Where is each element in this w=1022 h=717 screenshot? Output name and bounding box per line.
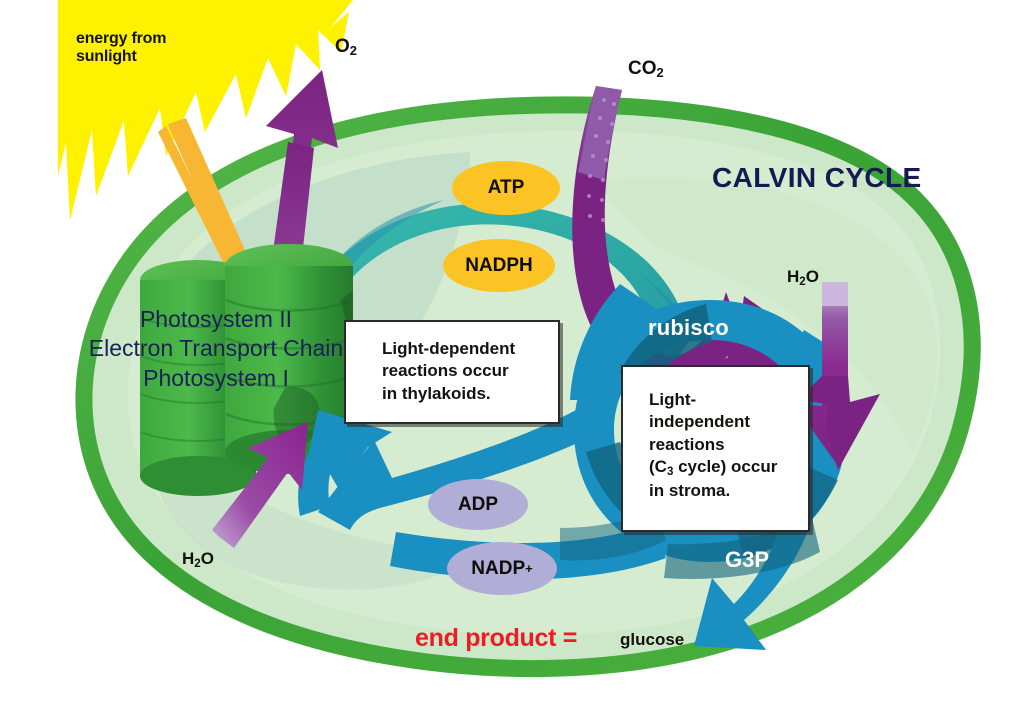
g3p-output-arrow-icon	[664, 518, 820, 650]
light-independent-line-5: in stroma.	[649, 481, 731, 501]
carbon-dioxide-label: CO2	[628, 58, 664, 81]
c3-prefix: (C	[649, 457, 667, 477]
water-right-h: H	[787, 267, 800, 286]
photosystem-stack-labels: Photosystem II Electron Transport Chain …	[84, 305, 348, 393]
electron-transport-chain-label: Electron Transport Chain	[88, 335, 344, 362]
water-input-label: H2O	[182, 549, 214, 571]
rubisco-label: rubisco	[648, 315, 729, 340]
water-left-h: H	[182, 549, 195, 568]
water-right-subscript: 2	[799, 275, 806, 288]
nadp-text: NADP	[471, 557, 526, 579]
light-dependent-line-1: Light-dependent	[382, 339, 516, 358]
calvin-cycle-title: CALVIN CYCLE	[712, 162, 922, 193]
water-left-subscript: 2	[194, 557, 201, 570]
water-right-o: O	[805, 267, 819, 286]
c3-suffix: cycle) occur	[673, 457, 778, 477]
g3p-label: G3P	[725, 547, 770, 572]
sun-burst-icon	[58, 0, 353, 220]
water-left-o: O	[200, 549, 214, 568]
nadph-badge: NADPH	[443, 239, 555, 292]
co2-symbol: CO	[628, 58, 657, 79]
light-dependent-line-3: in thylakoids.	[382, 383, 491, 403]
glucose-label: glucose	[620, 630, 685, 649]
oxygen-label: O2	[335, 36, 357, 59]
end-product-label: end product =	[415, 624, 578, 652]
atp-badge: ATP	[452, 161, 560, 215]
nadp-plus-badge: NADP+	[447, 542, 557, 595]
photosystem-2-label: Photosystem II	[139, 306, 293, 332]
light-independent-line-2: independent	[649, 412, 751, 432]
light-independent-line-1: Light-	[649, 390, 697, 409]
water-output-arrow-icon	[794, 282, 880, 470]
nadp-superscript: +	[525, 561, 533, 576]
energy-from-sunlight-label: energy from sunlight	[76, 30, 166, 66]
sunlight-line-2: sunlight	[76, 47, 137, 65]
photosystem-1-label: Photosystem I	[143, 364, 289, 391]
water-output-label: H2O	[787, 267, 819, 289]
light-dependent-callout: Light-dependent reactions occur in thyla…	[344, 320, 560, 424]
light-dependent-line-2: reactions occur	[382, 361, 509, 381]
co2-subscript: 2	[656, 65, 664, 81]
oxygen-subscript: 2	[349, 43, 357, 59]
light-independent-callout: Light- independent reactions (C3 cycle) …	[621, 365, 810, 532]
c3-subscript: 3	[666, 466, 674, 479]
oxygen-symbol: O	[335, 36, 350, 57]
water-input-arrow-icon	[212, 422, 308, 548]
sunlight-line-1: energy from	[76, 30, 167, 47]
light-independent-line-4: (C3 cycle) occur	[649, 456, 808, 480]
light-independent-line-3: reactions	[649, 434, 725, 454]
adp-badge: ADP	[428, 479, 528, 530]
